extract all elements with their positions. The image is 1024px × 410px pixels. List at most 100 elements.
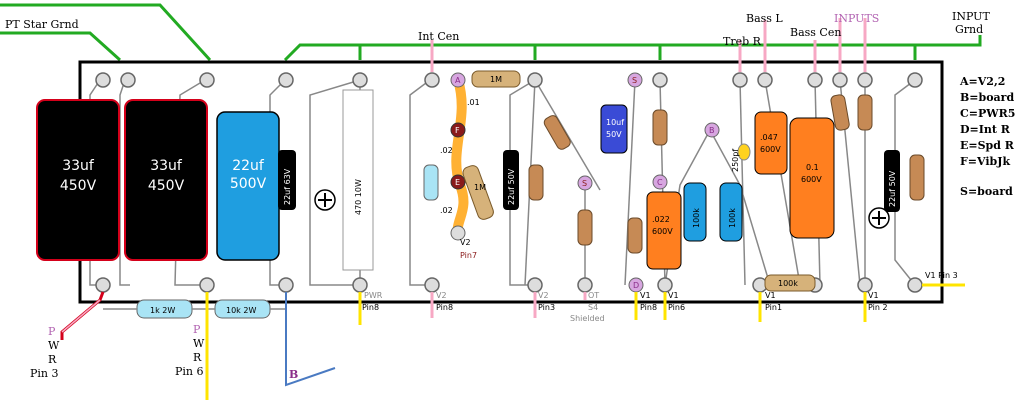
pwr-pin3-wire-pink <box>61 299 101 333</box>
bass-cen-label: Bass Cen <box>790 26 841 39</box>
svg-text:A: A <box>455 76 461 85</box>
svg-text:S: S <box>632 76 637 85</box>
resistor-10k-2w: 10k 2W <box>214 299 271 319</box>
cap-22uf-50v: 22uf 50V <box>503 150 519 210</box>
resistor-100k-2: 100k <box>719 182 743 242</box>
plus-symbol-right-icon <box>868 207 890 229</box>
turret <box>424 72 440 88</box>
legend-item: B=board <box>960 91 1014 104</box>
cap-01-600v: 0.1 600V <box>789 117 835 239</box>
turret <box>652 72 668 88</box>
svg-text:100k: 100k <box>728 208 737 228</box>
v1-pin2-label-1: V1 <box>868 291 879 300</box>
v2-pin3-label-1: V2 <box>538 291 549 300</box>
filter-cap-2: 33uf 450V <box>124 99 208 261</box>
cap-01-label: .01 <box>467 98 480 107</box>
v2-pin8-label-1: V2 <box>436 291 447 300</box>
turret <box>527 277 543 293</box>
int-cen-label: Int Cen <box>418 30 459 43</box>
resistor-small <box>652 109 668 146</box>
pwr-label-1: PWR <box>364 291 383 300</box>
resistor-1m: 1M <box>471 70 521 88</box>
svg-text:B: B <box>709 126 715 135</box>
resistor-small <box>577 209 593 246</box>
pwr-left-r: R <box>48 353 57 366</box>
yellow-wires <box>205 283 965 400</box>
resistor-small <box>543 115 571 150</box>
plus-symbol-icon <box>314 189 336 211</box>
treb-r-label: Treb R <box>723 35 762 48</box>
legend-item: C=PWR5 <box>960 107 1015 120</box>
pwr-mid-w: W <box>193 337 205 350</box>
turret <box>278 72 294 88</box>
svg-text:600V: 600V <box>760 145 781 154</box>
resistor-small <box>528 164 544 201</box>
pad-B: B <box>704 122 720 138</box>
svg-text:S: S <box>582 179 587 188</box>
turret <box>907 277 923 293</box>
svg-text:10k 2W: 10k 2W <box>226 306 256 315</box>
resistor-small <box>830 94 850 131</box>
ot-label-2: S4 <box>588 303 598 312</box>
v2-pin7-label-1: V2 <box>460 238 471 247</box>
input-grnd-label-2: Grnd <box>955 23 983 36</box>
svg-text:1k 2W: 1k 2W <box>150 306 175 315</box>
svg-text:100k: 100k <box>692 208 701 228</box>
board-b-wire <box>285 292 336 387</box>
turret <box>199 277 215 293</box>
pad-S1: S <box>627 72 643 88</box>
turret <box>352 277 368 293</box>
cap-022-600v: .022 600V <box>646 191 682 270</box>
pad-E: E <box>450 174 466 190</box>
input-grnd-label-1: INPUT <box>952 10 990 23</box>
svg-text:C: C <box>657 178 663 187</box>
v1-pin6-label-1: V1 <box>668 291 679 300</box>
cap3-value: 22uf <box>232 158 265 174</box>
pwr-left-w: W <box>48 339 60 352</box>
pad-S2: S <box>577 175 593 191</box>
turret <box>657 277 673 293</box>
inputs-label: INPUTS <box>834 12 879 25</box>
resistor-small <box>857 94 873 131</box>
turret <box>199 72 215 88</box>
v2-pin3-label-2: Pin3 <box>538 303 555 312</box>
svg-text:600V: 600V <box>652 227 673 236</box>
turret <box>857 72 873 88</box>
v1-pin6-label-2: Pin6 <box>668 303 685 312</box>
svg-text:D: D <box>633 281 639 290</box>
turret <box>450 225 466 241</box>
cap-047-600v: .047 600V <box>754 111 788 175</box>
svg-text:22uf 50V: 22uf 50V <box>888 170 897 207</box>
v1-pin8-label-1: V1 <box>640 291 651 300</box>
v1-pin1-label-2: Pin1 <box>765 303 782 312</box>
turret <box>95 72 111 88</box>
turret <box>278 277 294 293</box>
cap4-label: 22uf 63V <box>283 168 292 205</box>
legend-item: A=V2,2 <box>959 75 1005 88</box>
legend-item: E=Spd R <box>960 139 1015 152</box>
resistor-small <box>627 217 643 254</box>
turret <box>832 72 848 88</box>
pwr-left-pin: Pin 3 <box>30 367 59 380</box>
ground-bus <box>0 3 982 62</box>
cap1-value: 33uf <box>62 158 95 174</box>
legend: A=V2,2 B=board C=PWR5 D=Int R E=Spd R F=… <box>959 75 1015 198</box>
resistor-blue <box>423 164 439 201</box>
filter-cap-1: 33uf 450V <box>36 99 120 261</box>
svg-text:10uf: 10uf <box>606 118 624 127</box>
pad-C: C <box>652 174 668 190</box>
turret <box>424 277 440 293</box>
svg-text:250pf: 250pf <box>731 149 740 172</box>
svg-text:0.1: 0.1 <box>806 163 819 172</box>
cap-22uf-50v-right: 22uf 50V <box>884 150 900 212</box>
v2-pin7-label-2: Pin7 <box>460 251 477 260</box>
turret <box>352 72 368 88</box>
svg-text:1M: 1M <box>490 75 502 84</box>
filter-cap-3: 22uf 500V <box>216 111 280 261</box>
pad-A: A <box>450 72 466 88</box>
pwr-mid-r: R <box>193 351 202 364</box>
svg-text:1M: 1M <box>474 183 486 192</box>
legend-item: F=VibJk <box>960 155 1010 168</box>
resistor-1k-2w: 1k 2W <box>136 299 193 319</box>
